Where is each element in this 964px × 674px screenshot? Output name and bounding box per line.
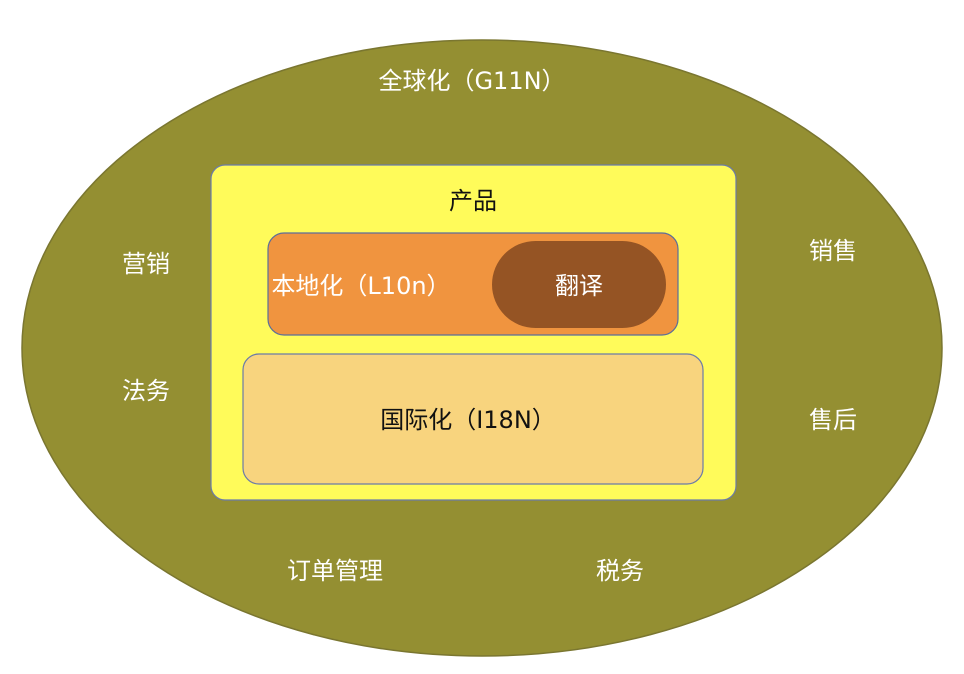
translation-pill xyxy=(492,241,666,328)
internationalization-label: 国际化（I18N） xyxy=(380,406,556,434)
localization-label: 本地化（L10n） xyxy=(271,272,450,300)
legal-label: 法务 xyxy=(122,377,170,405)
marketing-label: 营销 xyxy=(122,250,170,278)
sales-label: 销售 xyxy=(809,237,857,265)
globalization-label: 全球化（G11N） xyxy=(378,67,565,95)
translation-label: 翻译 xyxy=(555,272,603,300)
internationalization-box xyxy=(242,353,704,485)
product-label: 产品 xyxy=(449,187,497,215)
tax-label: 税务 xyxy=(596,557,644,585)
after-sales-label: 售后 xyxy=(809,406,857,434)
order-management-label: 订单管理 xyxy=(287,557,383,585)
